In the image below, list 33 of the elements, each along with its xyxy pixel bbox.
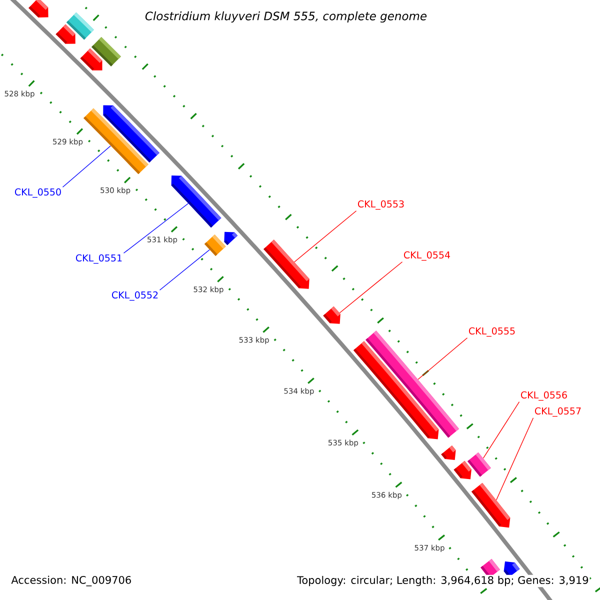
- gene-block: [28, 0, 48, 18]
- gene-block: [264, 240, 310, 289]
- gene-block: [224, 232, 238, 246]
- gene-label: CKL_0557: [535, 407, 581, 417]
- leader-line: [482, 402, 520, 459]
- gene-label: CKL_0550: [15, 188, 61, 198]
- leader-line: [123, 203, 189, 254]
- gene-label: CKL_0556: [521, 391, 567, 401]
- gene-block: [84, 108, 148, 174]
- gene-label: CKL_0554: [404, 251, 450, 261]
- gene-block: [454, 460, 472, 480]
- gene-block: [471, 482, 510, 528]
- gene-block: [92, 37, 121, 66]
- gene-block: [204, 234, 226, 256]
- footer-text: Topology: circular; Length: 3,964,618 bp; Genes: 3,919: [296, 574, 590, 588]
- gene-block: [441, 445, 456, 460]
- gene-block: [56, 24, 76, 44]
- gene-label: CKL_0553: [358, 200, 404, 210]
- leader-line: [496, 418, 534, 500]
- leader-line: [159, 249, 210, 290]
- gene-block: [66, 12, 94, 40]
- gene-label: CKL_0552: [112, 291, 158, 301]
- leader-line: [418, 338, 468, 380]
- leader-line: [339, 261, 403, 314]
- leader-line: [62, 145, 111, 188]
- gene-block: [323, 306, 340, 324]
- gene-label: CKL_0551: [76, 254, 122, 264]
- gene-block: [353, 341, 439, 440]
- footer-text: Accession: NC_009706: [10, 574, 133, 588]
- gene-label: CKL_0555: [469, 327, 515, 337]
- title: Clostridium kluyveri DSM 555, complete genome: [145, 11, 427, 23]
- leader-line: [294, 210, 357, 262]
- gene-block: [171, 175, 222, 228]
